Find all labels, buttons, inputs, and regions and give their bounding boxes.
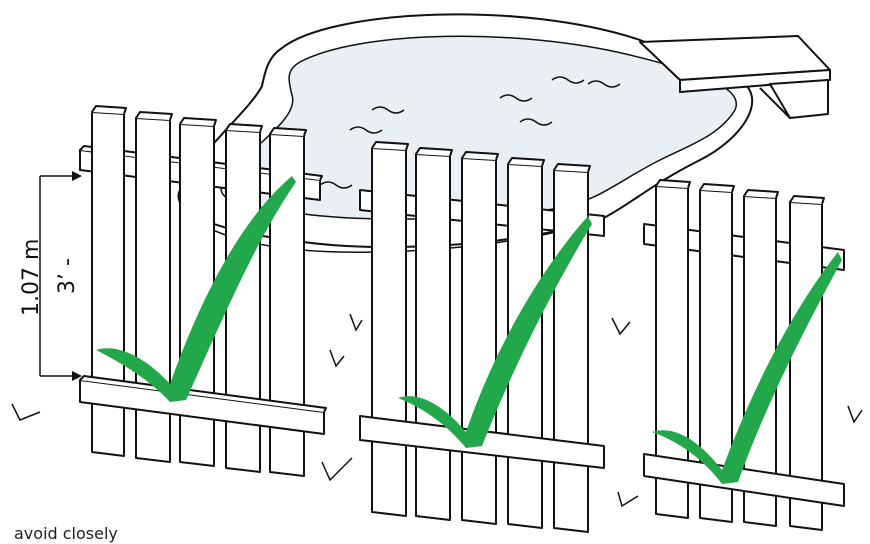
measurement-imperial: 3’ - <box>55 258 80 294</box>
measurement-metric: 1.07 m <box>19 239 44 316</box>
fence-panel-middle <box>360 142 604 532</box>
fence-panel-right <box>644 180 844 530</box>
fence-panel-left <box>80 106 326 476</box>
caption-text: avoid closely <box>14 524 118 543</box>
height-measurement: 1.07 m 3’ - <box>19 171 82 381</box>
